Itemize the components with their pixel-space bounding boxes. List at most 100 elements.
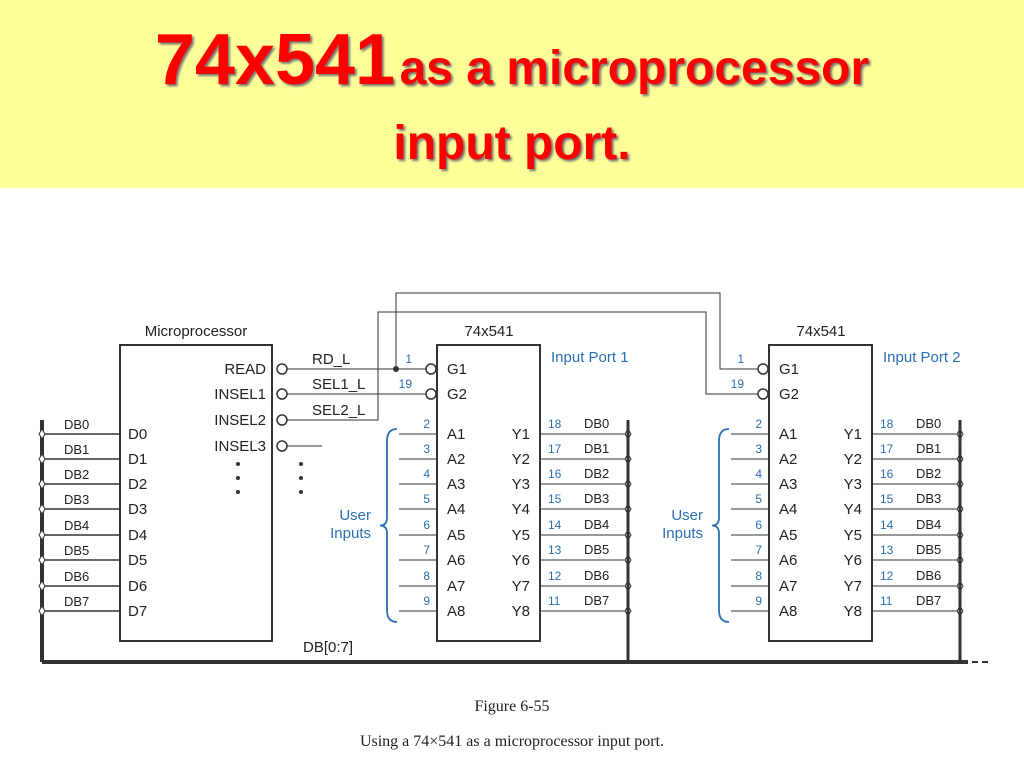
user-inputs-label-2-line-2: Inputs	[662, 525, 703, 542]
port-name-1: Input Port 1	[551, 349, 629, 366]
chip1-enable-number-g1: 1	[405, 352, 412, 366]
cpu-signal-bubble-read	[276, 363, 288, 375]
cpu-data-pin-d6: D6	[128, 578, 147, 595]
chip1-input-a5: A5	[447, 527, 465, 544]
net-label-sel1-l: SEL1_L	[312, 376, 365, 393]
chip2-output-y3: Y3	[844, 476, 862, 493]
chip2-input-number-a7: 8	[755, 569, 762, 583]
user-inputs-label-1-line-1: User	[339, 507, 371, 524]
title-banner	[0, 0, 1024, 188]
chip2-bus-label-db3: DB3	[916, 491, 941, 506]
chip1-bus-label-db0: DB0	[584, 416, 609, 431]
chip1-input-number-a6: 7	[423, 543, 430, 557]
cpu-ellipsis-dot-0	[236, 462, 240, 466]
title-line-2: input port.	[393, 117, 631, 170]
chip2-output-number-y2: 17	[880, 442, 894, 456]
user-inputs-label-2-line-1: User	[671, 507, 703, 524]
chip1-input-a2: A2	[447, 451, 465, 468]
chip1-enable-bubble-g2	[425, 388, 437, 400]
chip1-output-number-y1: 18	[548, 417, 562, 431]
cpu-data-pin-d7: D7	[128, 603, 147, 620]
cpu-data-pin-d5: D5	[128, 552, 147, 569]
cpu-signal-bubble-insel2	[276, 414, 288, 426]
left-bus-label-db6: DB6	[64, 569, 89, 584]
net-ellipsis-dot-1	[299, 476, 303, 480]
chip1-input-number-a8: 9	[423, 594, 430, 608]
chip2-bus-label-db2: DB2	[916, 466, 941, 481]
net-label-rd-l: RD_L	[312, 351, 350, 368]
chip1-output-number-y4: 15	[548, 492, 562, 506]
chip2-enable-pin-g2: G2	[779, 386, 799, 403]
chip1-input-number-a4: 5	[423, 492, 430, 506]
chip1-enable-pin-g2: G2	[447, 386, 467, 403]
chip2-bus-label-db1: DB1	[916, 441, 941, 456]
chip1-bus-label-db7: DB7	[584, 593, 609, 608]
left-bus-label-db7: DB7	[64, 594, 89, 609]
chip2-output-number-y5: 14	[880, 518, 894, 532]
chip2-enable-number-g2: 19	[731, 377, 745, 391]
chip1-output-y5: Y5	[512, 527, 530, 544]
chip1-output-y3: Y3	[512, 476, 530, 493]
title-main: 74x541	[154, 20, 396, 100]
cpu-signal-label-insel1: INSEL1	[214, 386, 266, 403]
chip2-output-number-y8: 11	[880, 594, 893, 608]
circuit-diagram: MicroprocessorREADINSEL1INSEL2INSEL3D0D1…	[38, 292, 988, 664]
chip2-output-y6: Y6	[844, 552, 862, 569]
chip2-bus-label-db6: DB6	[916, 568, 941, 583]
chip1-input-a6: A6	[447, 552, 465, 569]
chip1-bus-label-db3: DB3	[584, 491, 609, 506]
chip1-input-number-a7: 8	[423, 569, 430, 583]
chip1-bus-label-db6: DB6	[584, 568, 609, 583]
left-bus-label-db3: DB3	[64, 492, 89, 507]
chip1-input-a4: A4	[447, 501, 465, 518]
chip2-enable-bubble-g1	[757, 363, 769, 375]
figure-caption: Using a 74×541 as a microprocessor input…	[359, 733, 665, 750]
chip2-output-y4: Y4	[844, 501, 862, 518]
chip1-output-number-y7: 12	[548, 569, 562, 583]
net-label-sel2-l: SEL2_L	[312, 402, 365, 419]
chip1-bus-label-db5: DB5	[584, 542, 609, 557]
chip1-output-number-y3: 16	[548, 467, 562, 481]
chip2-enable-pin-g1: G1	[779, 361, 799, 378]
chip1-output-number-y5: 14	[548, 518, 562, 532]
chip1-input-a7: A7	[447, 578, 465, 595]
chip1-bus-label-db4: DB4	[584, 517, 609, 532]
chip1-output-number-y8: 11	[548, 594, 561, 608]
chip-box-2	[768, 344, 873, 642]
cpu-data-pin-d2: D2	[128, 476, 147, 493]
left-bus-label-db0: DB0	[64, 417, 89, 432]
cpu-signal-bubble-insel1	[276, 388, 288, 400]
chip1-output-y7: Y7	[512, 578, 530, 595]
chip2-input-number-a6: 7	[755, 543, 762, 557]
left-bus-joint-db5	[38, 554, 46, 566]
chip1-enable-bubble-g1	[425, 363, 437, 375]
chip2-input-a8: A8	[779, 603, 797, 620]
net-ellipsis-dot-0	[299, 462, 303, 466]
chip1-output-y2: Y2	[512, 451, 530, 468]
figure-number: Figure 6-55	[474, 698, 550, 715]
left-bus-label-db1: DB1	[64, 442, 89, 457]
chip2-output-y7: Y7	[844, 578, 862, 595]
left-bus-label-db5: DB5	[64, 543, 89, 558]
chip1-output-y6: Y6	[512, 552, 530, 569]
bus-label: DB[0:7]	[303, 639, 353, 656]
chip2-input-number-a5: 6	[755, 518, 762, 532]
cpu-signal-label-insel2: INSEL2	[214, 412, 266, 429]
chip2-input-a6: A6	[779, 552, 797, 569]
user-inputs-label-1-line-2: Inputs	[330, 525, 371, 542]
chip2-output-y2: Y2	[844, 451, 862, 468]
chip1-input-number-a1: 2	[423, 417, 430, 431]
net-rd-l-to-port2	[395, 292, 758, 370]
cpu-ellipsis-dot-1	[236, 476, 240, 480]
user-inputs-brace-1	[379, 428, 398, 623]
chip1-enable-pin-g1: G1	[447, 361, 467, 378]
chip2-bus-label-db5: DB5	[916, 542, 941, 557]
chip1-input-a8: A8	[447, 603, 465, 620]
cpu-data-pin-d3: D3	[128, 501, 147, 518]
chip1-enable-number-g2: 19	[399, 377, 413, 391]
chip1-output-y8: Y8	[512, 603, 530, 620]
chip2-input-a4: A4	[779, 501, 797, 518]
chip1-output-number-y2: 17	[548, 442, 562, 456]
chip2-input-number-a8: 9	[755, 594, 762, 608]
chip1-input-number-a2: 3	[423, 442, 430, 456]
